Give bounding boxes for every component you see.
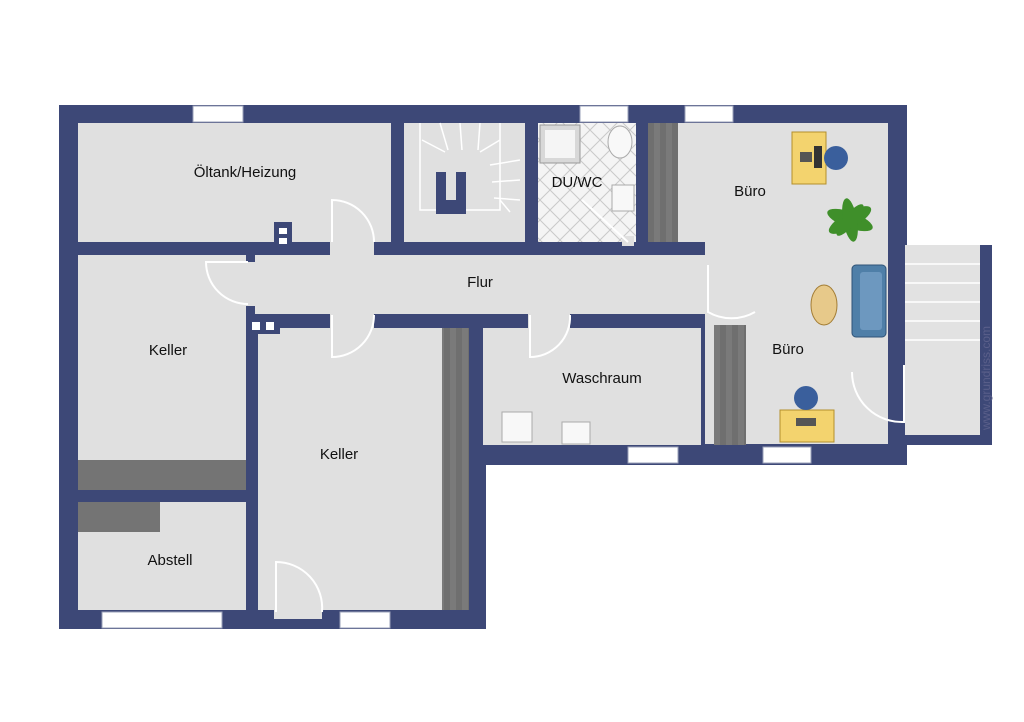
office-furniture-bottom bbox=[779, 264, 887, 443]
label-buero-bottom: Büro bbox=[772, 341, 804, 358]
chair bbox=[824, 146, 848, 170]
room-oeltank bbox=[78, 123, 391, 242]
room-labels: Öltank/Heizung DU/WC Büro Flur Keller Wa… bbox=[147, 163, 803, 569]
toilet bbox=[607, 125, 633, 159]
label-waschraum: Waschraum bbox=[562, 370, 641, 387]
door-swings bbox=[204, 198, 905, 613]
staircase bbox=[419, 122, 521, 214]
chair-lower bbox=[794, 386, 818, 410]
room-keller-center bbox=[258, 328, 469, 610]
label-abstell: Abstell bbox=[147, 552, 192, 569]
outside-stairs bbox=[888, 245, 992, 445]
label-oeltank: Öltank/Heizung bbox=[194, 163, 297, 181]
watermark: www.grundriss.com bbox=[979, 326, 993, 431]
room-flur bbox=[255, 255, 705, 314]
coffee-table bbox=[810, 284, 838, 326]
windows bbox=[101, 105, 812, 629]
shelves bbox=[78, 123, 746, 610]
label-flur: Flur bbox=[467, 274, 493, 291]
label-duwc: DU/WC bbox=[552, 174, 603, 191]
chimney-blocks bbox=[246, 222, 292, 334]
bathroom-fixtures bbox=[501, 124, 635, 445]
office-furniture-top bbox=[791, 131, 873, 242]
label-buero-top: Büro bbox=[734, 183, 766, 200]
plant bbox=[827, 198, 873, 242]
room-keller-left bbox=[78, 255, 246, 490]
label-keller-center: Keller bbox=[320, 446, 358, 463]
label-keller-left: Keller bbox=[149, 342, 187, 359]
